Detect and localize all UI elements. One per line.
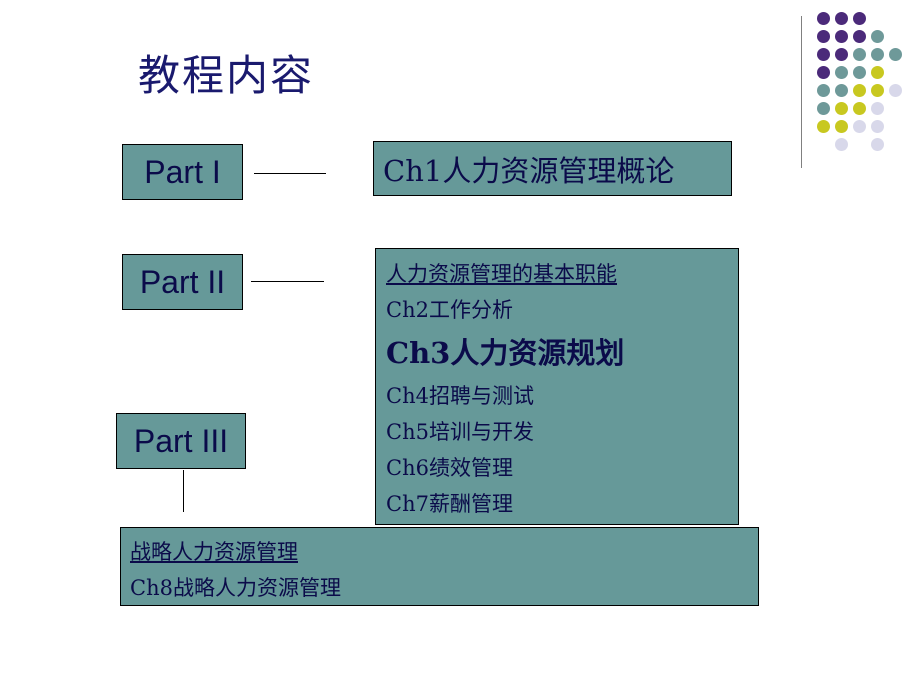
decorative-dot bbox=[835, 102, 848, 115]
decorative-dot bbox=[889, 84, 902, 97]
decorative-dot bbox=[871, 66, 884, 79]
decorative-dot bbox=[871, 102, 884, 115]
decorative-dot bbox=[871, 120, 884, 133]
chapter-3-item-highlighted: Ch3人力资源规划 bbox=[386, 336, 625, 370]
chapter-1-title: Ch1人力资源管理概论 bbox=[383, 153, 675, 188]
decorative-dot bbox=[889, 48, 902, 61]
chapter-8-item: Ch8战略人力资源管理 bbox=[130, 576, 341, 600]
part-2-label: Part II bbox=[122, 254, 243, 310]
connector-part-3 bbox=[183, 470, 184, 512]
chapter-7-item: Ch7薪酬管理 bbox=[386, 492, 513, 516]
part-3-label: Part III bbox=[116, 413, 246, 469]
decorative-dot bbox=[871, 48, 884, 61]
part-2-heading-link[interactable]: 人力资源管理的基本职能 bbox=[386, 262, 617, 286]
decorative-dot bbox=[835, 30, 848, 43]
decorative-vertical-rule bbox=[801, 16, 802, 168]
part-1-chapter-box: Ch1人力资源管理概论 bbox=[373, 141, 732, 196]
decorative-dot bbox=[853, 48, 866, 61]
decorative-dot bbox=[835, 138, 848, 151]
chapter-6-item: Ch6绩效管理 bbox=[386, 456, 513, 480]
decorative-dot bbox=[817, 120, 830, 133]
decorative-dot bbox=[853, 120, 866, 133]
decorative-dot bbox=[835, 84, 848, 97]
decorative-dot bbox=[817, 12, 830, 25]
decorative-dot bbox=[835, 12, 848, 25]
decorative-dot bbox=[871, 84, 884, 97]
chapter-4-item: Ch4招聘与测试 bbox=[386, 384, 534, 408]
decorative-dot bbox=[835, 48, 848, 61]
chapter-2-item: Ch2工作分析 bbox=[386, 298, 513, 322]
connector-part-1 bbox=[254, 173, 326, 174]
decorative-dot bbox=[835, 66, 848, 79]
decorative-dot bbox=[817, 102, 830, 115]
part-3-chapter-box: 战略人力资源管理 Ch8战略人力资源管理 bbox=[120, 527, 759, 606]
part-1-label: Part I bbox=[122, 144, 243, 200]
decorative-dot bbox=[853, 66, 866, 79]
decorative-dot-grid bbox=[817, 12, 913, 152]
decorative-dot bbox=[871, 138, 884, 151]
decorative-dot bbox=[817, 84, 830, 97]
slide-title: 教程内容 bbox=[138, 51, 315, 100]
decorative-dot bbox=[871, 30, 884, 43]
decorative-dot bbox=[853, 102, 866, 115]
chapter-5-item: Ch5培训与开发 bbox=[386, 420, 534, 444]
connector-part-2 bbox=[251, 281, 324, 282]
decorative-dot bbox=[853, 84, 866, 97]
decorative-dot bbox=[835, 120, 848, 133]
part-2-chapter-box: 人力资源管理的基本职能 Ch2工作分析 Ch3人力资源规划 Ch4招聘与测试 C… bbox=[375, 248, 739, 525]
decorative-dot bbox=[817, 66, 830, 79]
part-3-heading-link[interactable]: 战略人力资源管理 bbox=[130, 540, 298, 564]
decorative-dot bbox=[817, 30, 830, 43]
decorative-dot bbox=[853, 12, 866, 25]
decorative-dot bbox=[817, 48, 830, 61]
decorative-dot bbox=[853, 30, 866, 43]
